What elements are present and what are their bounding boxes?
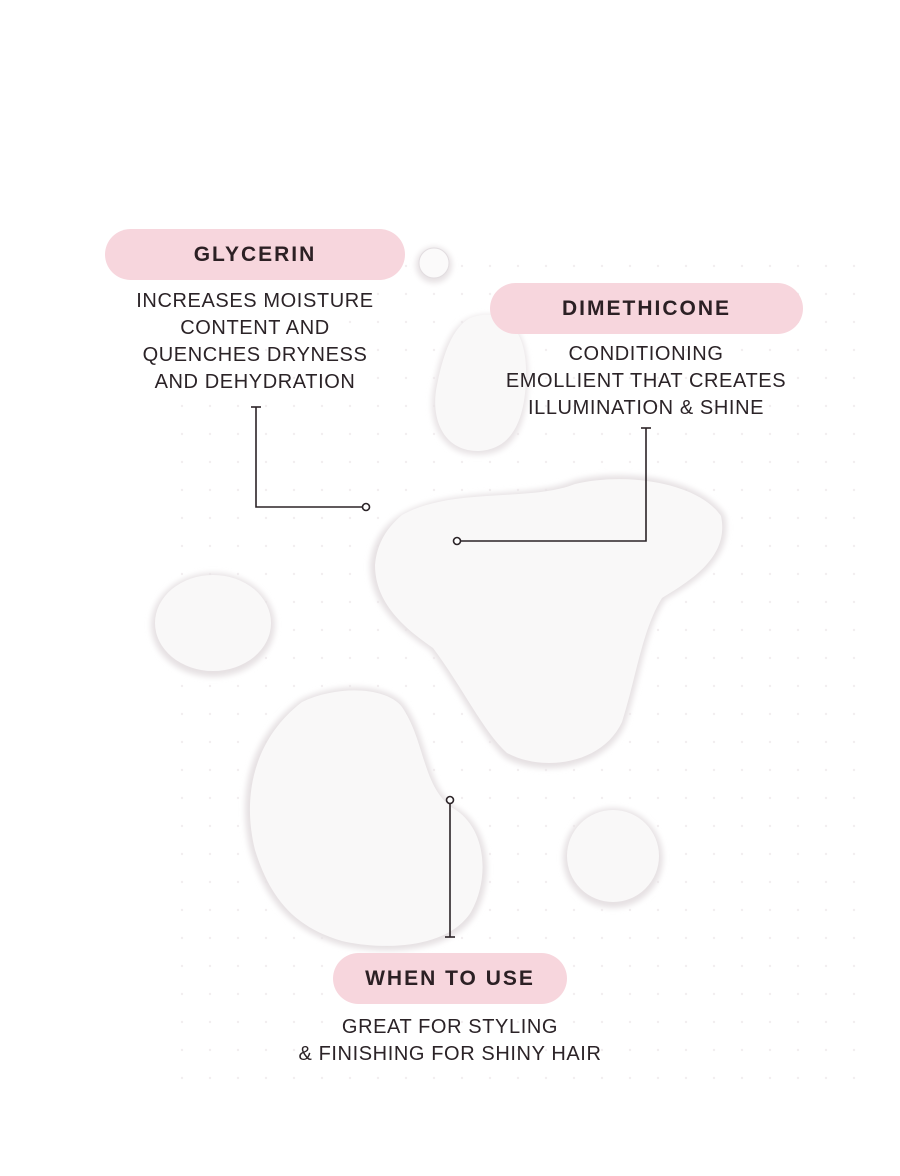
droplet-small-right	[563, 808, 663, 908]
dimethicone-title: DIMETHICONE	[562, 296, 731, 320]
dimethicone-connector	[452, 427, 651, 546]
glycerin-label-pill: GLYCERIN	[105, 229, 405, 280]
when-to-use-line-1: GREAT FOR STYLING	[341, 1016, 559, 1038]
glycerin-line-2: CONTENT AND	[180, 317, 330, 339]
droplet-lower-large	[245, 687, 487, 951]
droplet-left-round	[151, 573, 275, 677]
when-to-use-title: WHEN TO USE	[365, 966, 535, 990]
dimethicone-line-2: EMOLLIENT THAT CREATES	[505, 370, 787, 392]
dimethicone-label-pill: DIMETHICONE	[490, 283, 803, 334]
droplet-tiny	[416, 247, 452, 283]
dimethicone-line-3: ILLUMINATION & SHINE	[527, 397, 765, 419]
droplet-large	[370, 475, 727, 769]
glycerin-connector	[251, 406, 371, 512]
when-to-use-connector	[445, 795, 455, 938]
glycerin-description: INCREASES MOISTURE CONTENT AND QUENCHES …	[105, 288, 405, 396]
when-to-use-line-2: & FINISHING FOR SHINY HAIR	[298, 1043, 602, 1065]
droplet-tall	[431, 314, 529, 455]
dimethicone-description: CONDITIONING EMOLLIENT THAT CREATES ILLU…	[486, 341, 806, 422]
glycerin-line-3: QUENCHES DRYNESS	[142, 344, 368, 366]
glycerin-line-1: INCREASES MOISTURE	[136, 290, 374, 312]
glycerin-line-4: AND DEHYDRATION	[154, 371, 356, 393]
dimethicone-line-1: CONDITIONING	[568, 343, 724, 365]
when-to-use-description: GREAT FOR STYLING & FINISHING FOR SHINY …	[260, 1014, 640, 1068]
when-to-use-label-pill: WHEN TO USE	[333, 953, 567, 1004]
glycerin-title: GLYCERIN	[193, 242, 317, 266]
